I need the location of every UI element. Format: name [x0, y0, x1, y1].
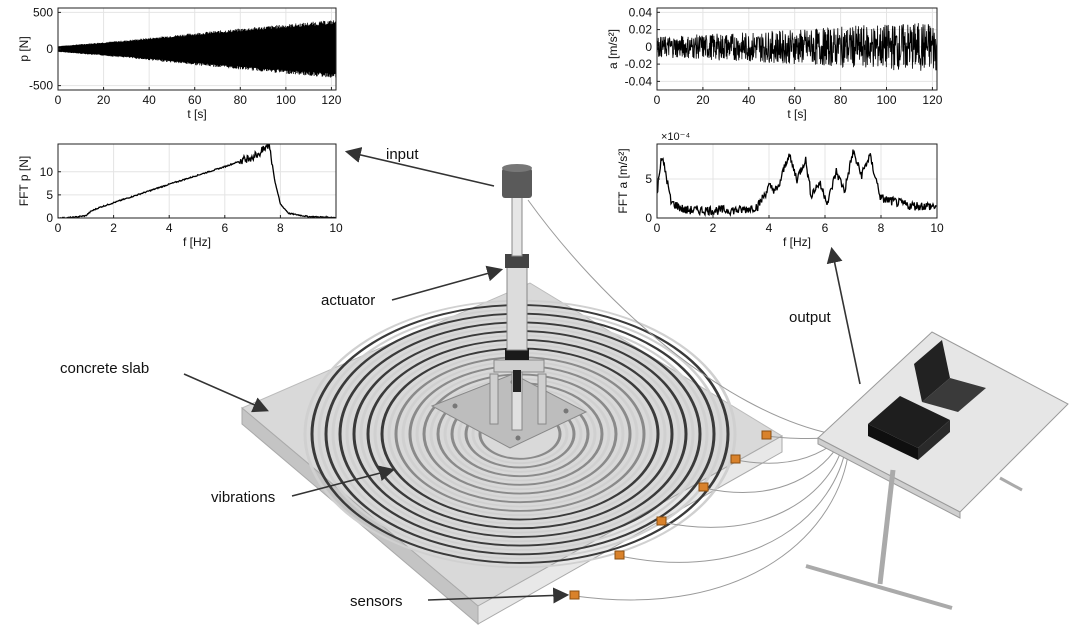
y-tick-label: -0.04 [625, 74, 653, 88]
label-sensors: sensors [350, 593, 403, 610]
force-fft-plot: 0 2 4 6 8 10 0 5 10 f [Hz] FFT p [N] [17, 143, 343, 249]
x-tick-label: 100 [276, 93, 296, 107]
annotation-arrows [183, 147, 861, 604]
y-tick-label: 0.04 [629, 5, 653, 19]
label-concrete-slab: concrete slab [60, 360, 150, 377]
x-tick-label: 4 [166, 221, 173, 235]
x-tick-label: 8 [878, 221, 885, 235]
x-tick-label: 6 [822, 221, 829, 235]
label-input: input [386, 146, 419, 163]
x-tick-label: 0 [55, 93, 62, 107]
x-tick-label: 60 [188, 93, 202, 107]
plot-frame [656, 7, 938, 91]
y-axis-label: a [m/s²] [606, 29, 620, 69]
series-line [58, 20, 336, 78]
x-tick-label: 100 [876, 93, 896, 107]
sensor-cables [527, 199, 850, 601]
acceleration-fft-plot: 0 2 4 6 8 10 0 5 f [Hz] FFT a [m/s²] ×10⁻⁴ [616, 131, 944, 249]
base-plate [430, 373, 588, 449]
x-axis-label: f [Hz] [183, 235, 211, 249]
x-tick-label: 10 [930, 221, 944, 235]
x-axis-label: f [Hz] [783, 235, 811, 249]
series-line [657, 23, 937, 71]
plot-frame [656, 143, 938, 219]
series-line [657, 149, 937, 218]
y-tick-label: -0.02 [625, 57, 653, 71]
data-acquisition-table [805, 331, 1069, 610]
y-tick-label: 0.02 [629, 23, 653, 37]
y-tick-label: 5 [46, 188, 53, 202]
y-tick-label: 0 [46, 211, 53, 225]
x-tick-label: 80 [834, 93, 848, 107]
x-tick-label: 6 [221, 221, 228, 235]
y-tick-label: 10 [40, 165, 54, 179]
x-tick-label: 40 [142, 93, 156, 107]
plot-frame [57, 143, 337, 219]
y-tick-label: 0 [46, 42, 53, 56]
y-tick-label: 5 [645, 172, 652, 186]
x-tick-label: 20 [696, 93, 710, 107]
label-output: output [789, 309, 831, 326]
x-tick-label: 2 [710, 221, 717, 235]
sensors [569, 430, 772, 600]
y-axis-label: FFT p [N] [17, 156, 31, 206]
series-line [58, 144, 336, 218]
x-tick-label: 0 [654, 93, 661, 107]
x-axis-label: t [s] [787, 107, 806, 121]
y-tick-label: 500 [33, 5, 53, 19]
x-tick-label: 120 [922, 93, 942, 107]
x-tick-label: 80 [234, 93, 248, 107]
acceleration-time-plot: 0 20 40 60 80 100 120 -0.04 -0.02 0 0.02 0.04 t [s] a… [606, 5, 943, 121]
x-tick-label: 120 [321, 93, 341, 107]
x-tick-label: 10 [329, 221, 343, 235]
y-axis-label: FFT a [m/s²] [616, 148, 630, 213]
actuator-frame [489, 164, 547, 431]
x-axis-label: t [s] [187, 107, 206, 121]
y-axis-label: p [N] [17, 36, 31, 61]
y-tick-label: 0 [645, 40, 652, 54]
y-tick-label: 0 [645, 211, 652, 225]
label-vibrations: vibrations [211, 489, 276, 506]
label-actuator: actuator [321, 292, 376, 309]
x-tick-label: 20 [97, 93, 111, 107]
axis-exponent-label: ×10⁻⁴ [661, 131, 690, 143]
x-tick-label: 4 [766, 221, 773, 235]
x-tick-label: 8 [277, 221, 284, 235]
x-tick-label: 0 [654, 221, 661, 235]
x-tick-label: 0 [55, 221, 62, 235]
x-tick-label: 60 [788, 93, 802, 107]
x-tick-label: 2 [110, 221, 117, 235]
y-tick-label: -500 [29, 79, 53, 93]
x-tick-label: 40 [742, 93, 756, 107]
